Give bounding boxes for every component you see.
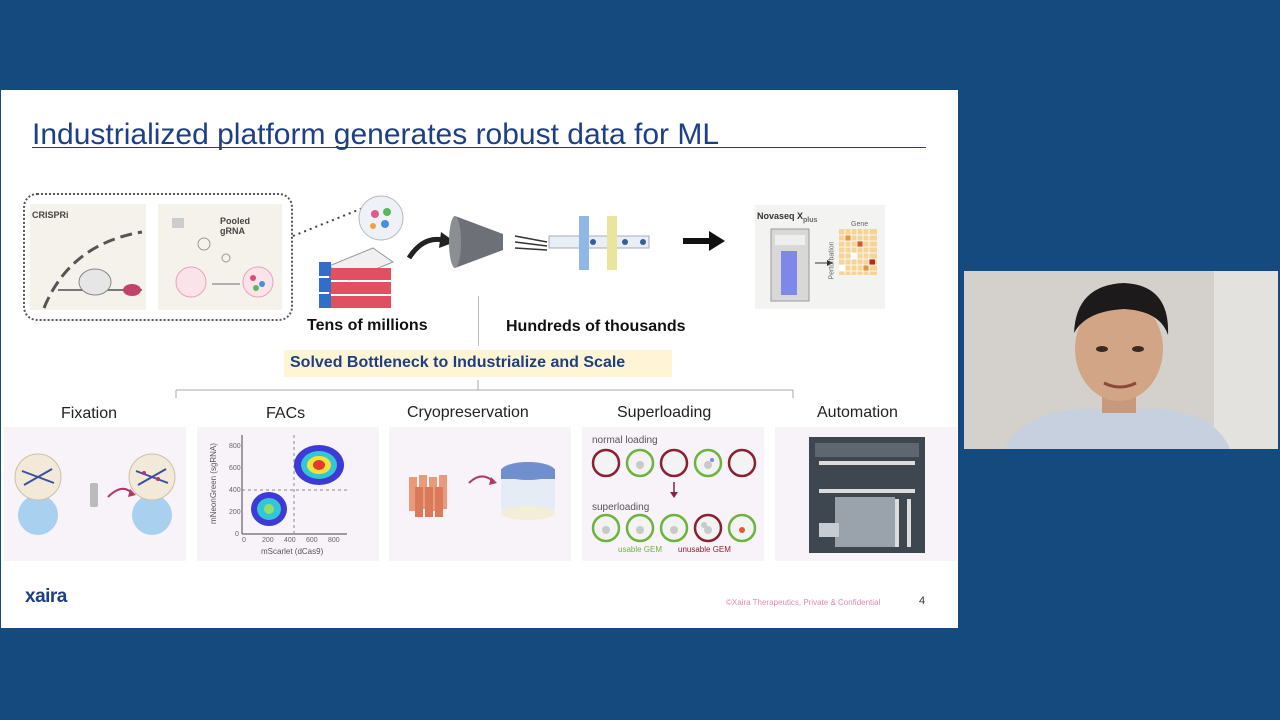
novaseq-sub: plus	[803, 216, 818, 224]
facs-ylabel: mNeonGreen (sgRNA)	[208, 443, 218, 524]
presentation-slide: Industrialized platform generates robust…	[1, 90, 958, 628]
automation-machine-illustration	[809, 437, 925, 553]
superloading-title: Superloading	[617, 404, 712, 421]
gene-label: Gene	[851, 221, 869, 228]
xtick-400: 400	[284, 537, 296, 544]
facs-xlabel: mScarlet (dCas9)	[261, 547, 324, 556]
crispri-pooled-box	[23, 193, 293, 321]
fixation-illustration	[14, 453, 176, 535]
ytick-400: 400	[229, 487, 241, 494]
crispri-label: CRISPRi	[32, 210, 69, 220]
bracket-line	[175, 380, 794, 398]
xtick-0: 0	[242, 537, 246, 544]
novaseq-label: Novaseq X	[757, 211, 804, 221]
superloading-panel: normal loading superloading usable GEM	[582, 427, 764, 561]
superloading-label: superloading	[592, 502, 650, 513]
normal-loading-label: normal loading	[592, 435, 658, 446]
speaker-video-feed	[964, 271, 1278, 449]
heatmap-grid	[839, 229, 877, 275]
xtick-800: 800	[328, 537, 340, 544]
tens-of-millions-label: Tens of millions	[307, 317, 428, 334]
pooled-grna-panel: Pooled gRNA	[158, 204, 282, 310]
xaira-logo: xaira	[25, 586, 67, 607]
ytick-800: 800	[229, 443, 241, 450]
novaseq-panel: Novaseq Xplus Gene Perturbation	[755, 205, 885, 309]
cryo-illustration	[409, 462, 555, 520]
unusable-gem-label: unusable GEM	[678, 545, 731, 554]
funnel-chip-illustration	[406, 216, 650, 270]
crispri-panel: CRISPRi	[30, 204, 146, 310]
banner-text: Solved Bottleneck to Industrialize and S…	[290, 354, 626, 371]
pooled-label: Pooled	[220, 216, 251, 226]
title-underline	[32, 147, 926, 148]
dotted-connector	[292, 207, 364, 237]
ytick-200: 200	[229, 509, 241, 516]
gem-circles-illustration	[591, 448, 757, 543]
cell-flasks-illustration	[319, 195, 404, 308]
sequencer-heatmap-illustration	[770, 228, 833, 302]
right-arrow-icon	[683, 231, 725, 251]
perturbation-label: Perturbation	[828, 241, 836, 280]
page-number: 4	[919, 595, 926, 607]
automation-title: Automation	[817, 404, 898, 421]
crispri-illustration	[42, 230, 143, 309]
copyright-text: ©Xaira Therapeutics, Private & Confident…	[726, 598, 881, 607]
ytick-0: 0	[235, 531, 239, 538]
fixation-panel	[4, 427, 186, 561]
cryopreservation-title: Cryopreservation	[407, 404, 529, 421]
hundreds-of-thousands-label: Hundreds of thousands	[506, 318, 686, 335]
grna-label: gRNA	[220, 226, 245, 236]
facs-scatter-plot	[241, 435, 347, 535]
cryopreservation-panel	[389, 427, 571, 561]
usable-gem-label: usable GEM	[618, 545, 663, 554]
xtick-600: 600	[306, 537, 318, 544]
slide-title: Industrialized platform generates robust…	[32, 118, 720, 151]
speaker-video-tile[interactable]	[964, 271, 1278, 449]
xtick-200: 200	[262, 537, 274, 544]
facs-title: FACs	[266, 405, 306, 422]
divider-line	[478, 296, 479, 346]
pooled-illustration	[172, 218, 274, 298]
solved-bottleneck-banner: Solved Bottleneck to Industrialize and S…	[284, 350, 672, 377]
fixation-title: Fixation	[61, 405, 118, 422]
ytick-600: 600	[229, 465, 241, 472]
automation-panel	[775, 427, 957, 561]
facs-panel: 800 600 400 200 0 0 200 400 600 800 mSca…	[197, 427, 379, 561]
